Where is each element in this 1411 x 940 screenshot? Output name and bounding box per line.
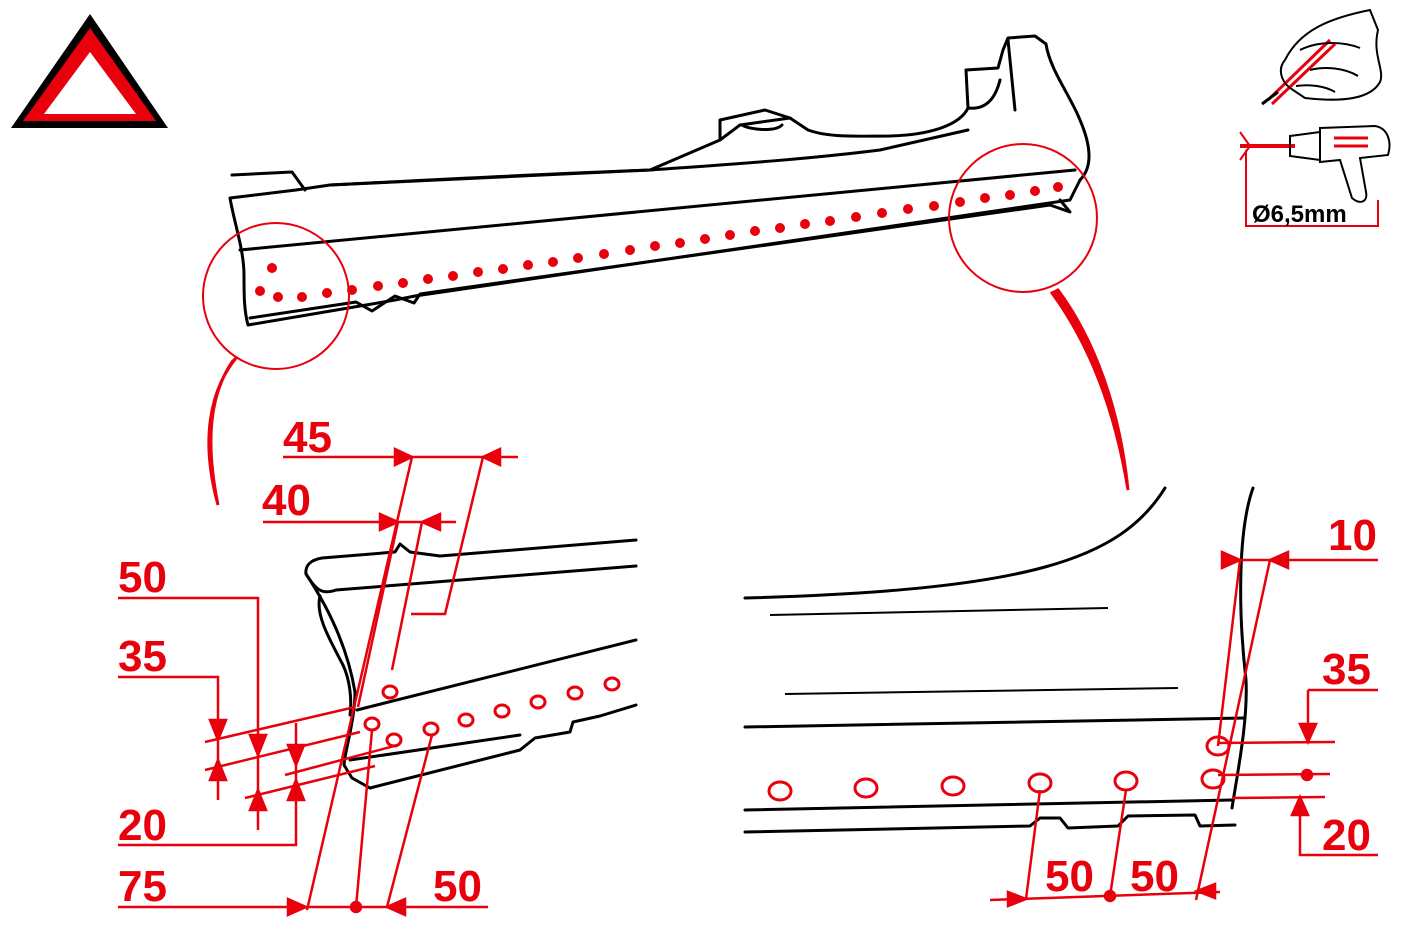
drill-icon: Ø6,5mm — [1239, 124, 1391, 228]
dim-40: 40 — [262, 476, 311, 525]
left-detail-labels: 45 40 50 35 20 75 50 — [118, 413, 482, 911]
dim-35-right: 35 — [1322, 645, 1371, 694]
chisel-hand-icon — [1261, 8, 1383, 106]
dim-20-left: 20 — [118, 801, 167, 850]
sill-panel-overview — [228, 34, 1091, 327]
dim-50-right-b: 50 — [1130, 852, 1179, 901]
right-detail-weld-holes — [767, 735, 1231, 802]
dim-45: 45 — [283, 413, 332, 462]
dim-20-right: 20 — [1322, 811, 1371, 860]
right-detail-dimensions — [989, 550, 1378, 908]
left-detail-drawing — [304, 538, 638, 790]
dim-50-vertical: 50 — [118, 553, 167, 602]
dim-10: 10 — [1328, 511, 1377, 560]
right-detail-drawing — [743, 486, 1255, 834]
dim-50-right-a: 50 — [1045, 852, 1094, 901]
drill-diameter-label: Ø6,5mm — [1252, 201, 1347, 228]
right-detail-labels: 10 35 20 50 50 — [1045, 511, 1377, 901]
warning-triangle-icon — [11, 14, 168, 128]
dim-35-left: 35 — [118, 632, 167, 681]
dim-75: 75 — [118, 862, 167, 911]
overview-weld-spots — [255, 182, 1063, 302]
detail-callouts — [202, 143, 1130, 506]
left-detail-weld-holes — [363, 676, 621, 748]
left-detail-dimensions — [118, 447, 518, 917]
dim-50-horizontal: 50 — [433, 862, 482, 911]
